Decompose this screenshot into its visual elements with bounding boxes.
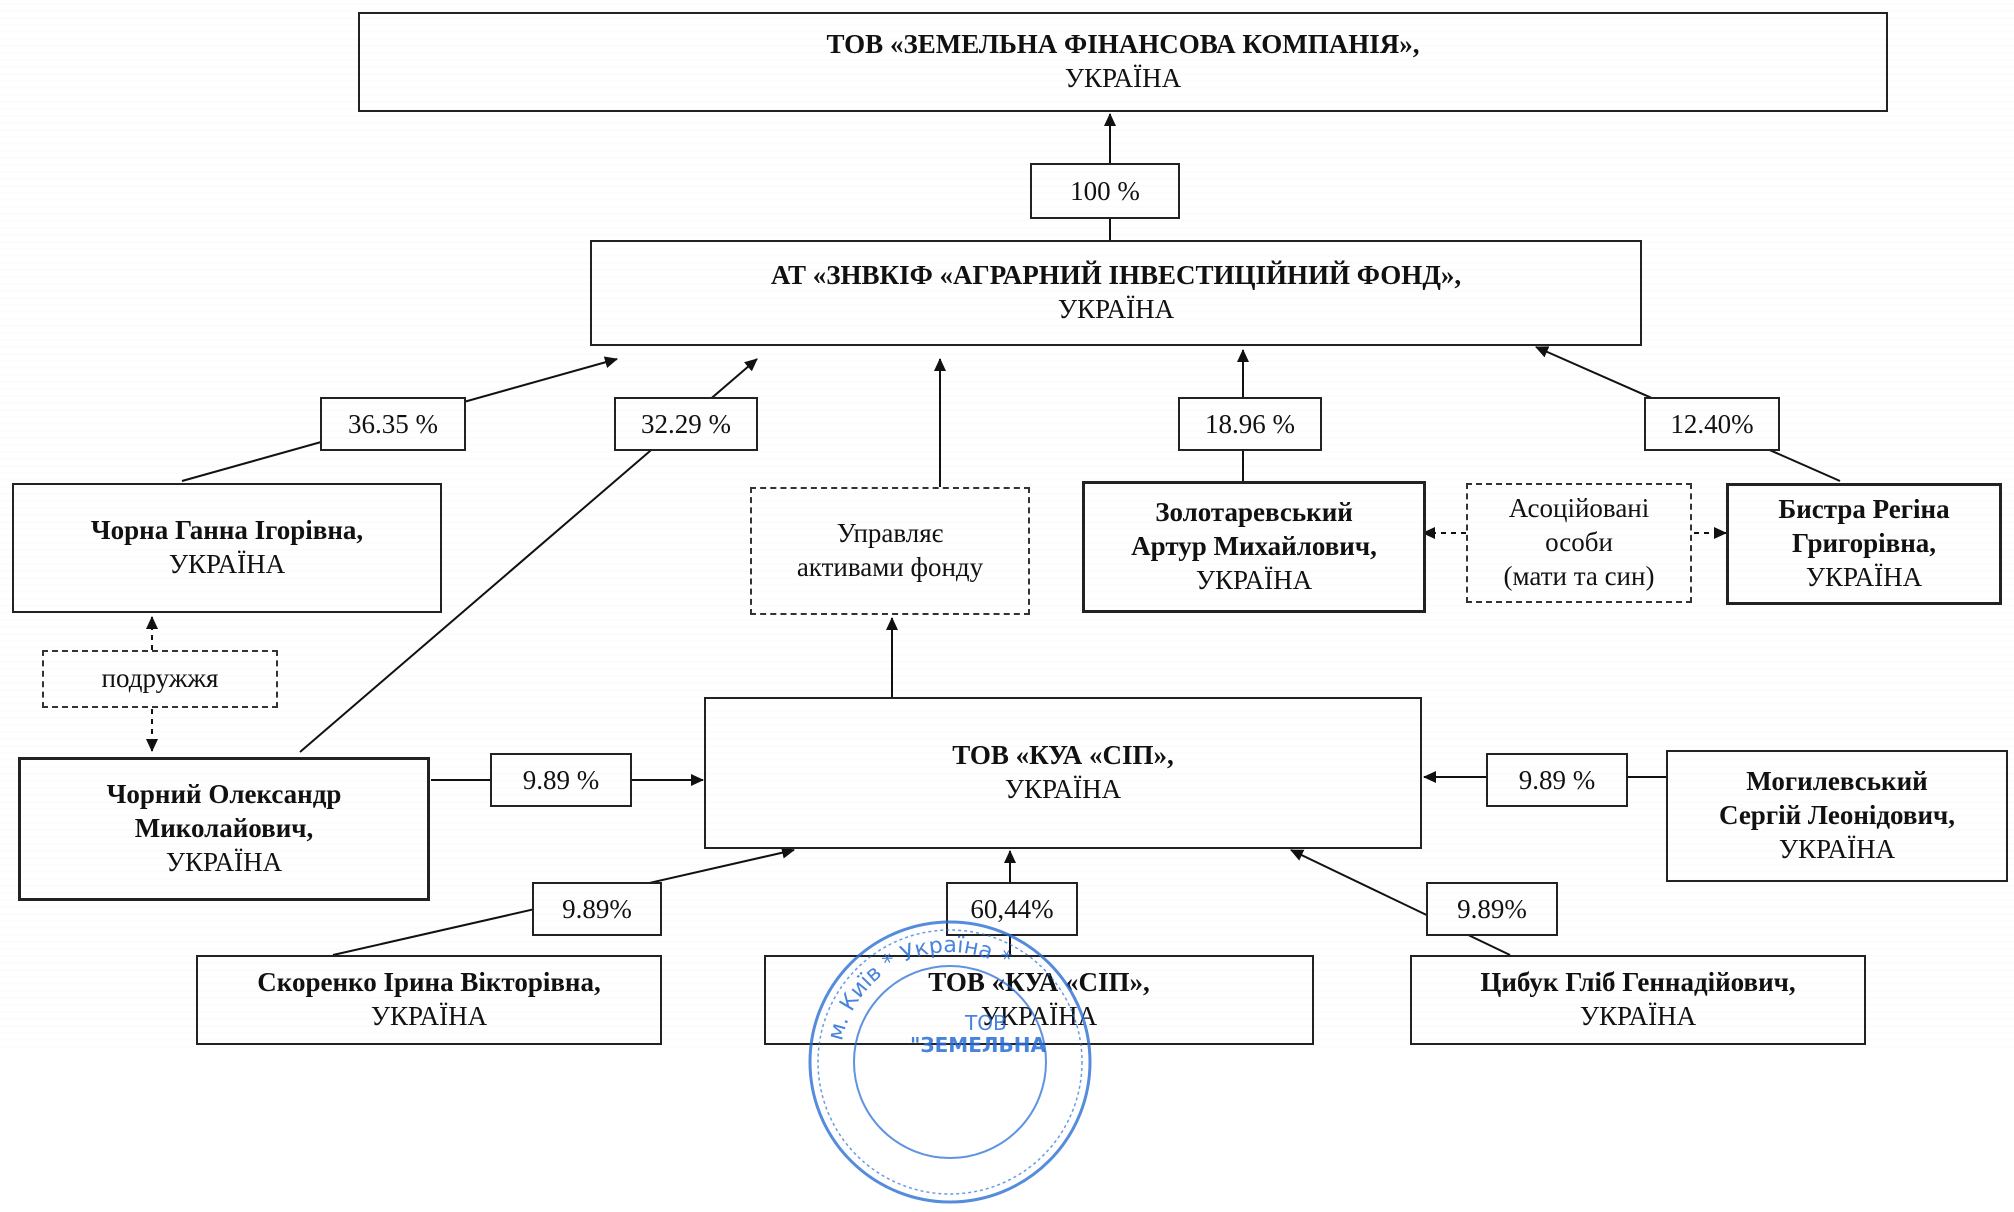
- node-kua-sip-bottom-title: ТОВ «КУА «СІП»,: [928, 967, 1150, 998]
- node-zolotarevskyi-country: УКРАЇНА: [1195, 564, 1313, 595]
- node-zolotarevskyi-line2: Артур Михайлович,: [1131, 531, 1377, 562]
- node-mohylevskyi-line1: Могилевський: [1746, 766, 1928, 797]
- share-mohylevskyi: 9.89 %: [1486, 753, 1628, 807]
- note-associated-line1: Асоційовані: [1508, 493, 1650, 524]
- share-zolotarevskyi: 18.96 %: [1178, 397, 1322, 451]
- note-manages-line1: Управляє: [836, 518, 944, 549]
- node-skorenko-name: Скоренко Ірина Вікторівна,: [257, 967, 601, 998]
- node-chornyi: Чорний Олександр Миколайович, УКРАЇНА: [18, 757, 430, 901]
- node-bystra-line1: Бистра Регіна: [1778, 494, 1950, 525]
- node-zfk-country: УКРАЇНА: [1064, 63, 1182, 93]
- note-manages-line2: активами фонду: [796, 552, 984, 582]
- node-chorna-country: УКРАЇНА: [168, 549, 286, 579]
- share-chornyi-to-kua: 9.89 %: [490, 753, 632, 807]
- node-bystra-line2: Григорівна,: [1791, 528, 1937, 559]
- share-chorna: 36.35 %: [320, 397, 466, 451]
- node-skorenko: Скоренко Ірина Вікторівна, УКРАЇНА: [196, 955, 662, 1045]
- note-associated-line3: (мати та син): [1503, 560, 1655, 591]
- node-aif: АТ «ЗНВКІФ «АГРАРНИЙ ІНВЕСТИЦІЙНИЙ ФОНД»…: [590, 240, 1642, 346]
- node-kua-sip-bottom-country: УКРАЇНА: [980, 1001, 1098, 1031]
- share-skorenko: 9.89%: [532, 882, 662, 936]
- share-bystra: 12.40%: [1644, 397, 1780, 451]
- note-spouses-line1: подружжя: [101, 663, 219, 694]
- note-associated-line2: особи: [1545, 527, 1613, 558]
- node-chorna-name: Чорна Ганна Ігорівна,: [90, 515, 364, 546]
- share-zfk-from-aif: 100 %: [1030, 163, 1180, 219]
- node-aif-title: АТ «ЗНВКІФ «АГРАРНИЙ ІНВЕСТИЦІЙНИЙ ФОНД»…: [770, 260, 1462, 291]
- node-aif-country: УКРАЇНА: [1057, 294, 1175, 324]
- node-bystra-country: УКРАЇНА: [1805, 561, 1923, 592]
- node-zfk: ТОВ «ЗЕМЕЛЬНА ФІНАНСОВА КОМПАНІЯ», УКРАЇ…: [358, 12, 1888, 112]
- node-skorenko-country: УКРАЇНА: [370, 1001, 488, 1031]
- node-mohylevskyi: Могилевський Сергій Леонідович, УКРАЇНА: [1666, 750, 2008, 882]
- node-zfk-title: ТОВ «ЗЕМЕЛЬНА ФІНАНСОВА КОМПАНІЯ»,: [826, 29, 1420, 60]
- node-kua-sip-bottom: ТОВ «КУА «СІП», УКРАЇНА: [764, 955, 1314, 1045]
- node-chorna: Чорна Ганна Ігорівна, УКРАЇНА: [12, 483, 442, 613]
- node-tsybuk-name: Цибук Гліб Геннадійович,: [1480, 967, 1796, 998]
- note-associated-persons: Асоційовані особи (мати та син): [1466, 483, 1692, 603]
- node-chornyi-line1: Чорний Олександр: [106, 779, 342, 810]
- node-zolotarevskyi-line1: Золотаревський: [1155, 497, 1353, 528]
- node-kua-sip-country: УКРАЇНА: [1004, 774, 1122, 804]
- node-kua-sip-title: ТОВ «КУА «СІП»,: [952, 740, 1174, 771]
- note-spouses: подружжя: [42, 650, 278, 708]
- link-tsybuk-to-kua: [1290, 849, 1511, 956]
- share-tsybuk: 9.89%: [1426, 882, 1558, 936]
- node-bystra: Бистра Регіна Григорівна, УКРАЇНА: [1726, 483, 2002, 605]
- node-mohylevskyi-line2: Сергій Леонідович,: [1719, 800, 1955, 831]
- note-manages-assets: Управляє активами фонду: [750, 487, 1030, 615]
- node-tsybuk: Цибук Гліб Геннадійович, УКРАЇНА: [1410, 955, 1866, 1045]
- node-chornyi-country: УКРАЇНА: [165, 846, 283, 877]
- share-chornyi-to-aif: 32.29 %: [614, 397, 758, 451]
- node-chornyi-line2: Миколайович,: [134, 813, 314, 844]
- node-zolotarevskyi: Золотаревський Артур Михайлович, УКРАЇНА: [1082, 481, 1426, 613]
- share-kua-bottom: 60,44%: [946, 882, 1078, 936]
- node-mohylevskyi-country: УКРАЇНА: [1778, 833, 1896, 864]
- node-kua-sip: ТОВ «КУА «СІП», УКРАЇНА: [704, 697, 1422, 849]
- node-tsybuk-country: УКРАЇНА: [1579, 1001, 1697, 1031]
